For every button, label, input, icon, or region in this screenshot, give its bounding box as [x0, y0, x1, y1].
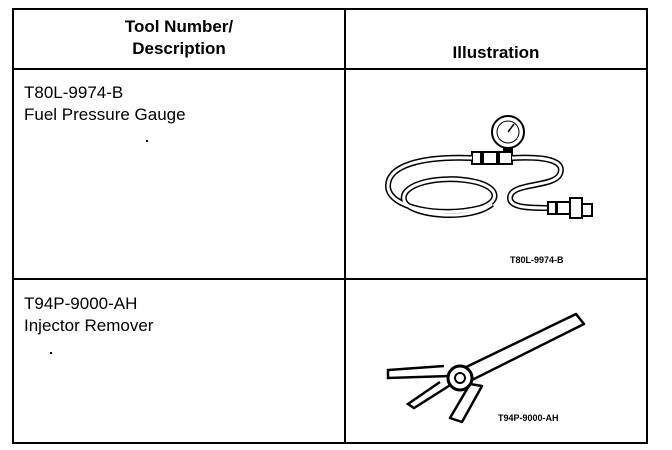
header-tool-number-line1: Tool Number/	[124, 17, 234, 36]
header-divider	[14, 68, 646, 70]
speck	[50, 352, 52, 354]
header-illustration: Illustration	[452, 43, 540, 62]
tool-table: Tool Number/ Description Illustration	[12, 8, 648, 444]
tool-description: Injector Remover	[24, 316, 154, 335]
row-divider	[14, 278, 646, 280]
tool-number: T80L-9974-B	[24, 83, 124, 102]
tool-number: T94P-9000-AH	[24, 294, 138, 313]
injector-remover-icon	[386, 312, 586, 424]
header-tool-number: Tool Number/ Description	[14, 16, 344, 60]
column-divider	[344, 10, 346, 442]
tool-description: Fuel Pressure Gauge	[24, 105, 186, 124]
tool-row-2: T94P-9000-AH Injector Remover	[24, 293, 153, 337]
header-tool-number-line2: Description	[132, 39, 226, 58]
speck	[146, 140, 148, 142]
illustration-caption: T80L-9974-B	[510, 255, 564, 265]
illustration-caption: T94P-9000-AH	[498, 413, 559, 423]
tool-row-1: T80L-9974-B Fuel Pressure Gauge	[24, 82, 186, 126]
fuel-pressure-gauge-icon	[384, 115, 593, 219]
